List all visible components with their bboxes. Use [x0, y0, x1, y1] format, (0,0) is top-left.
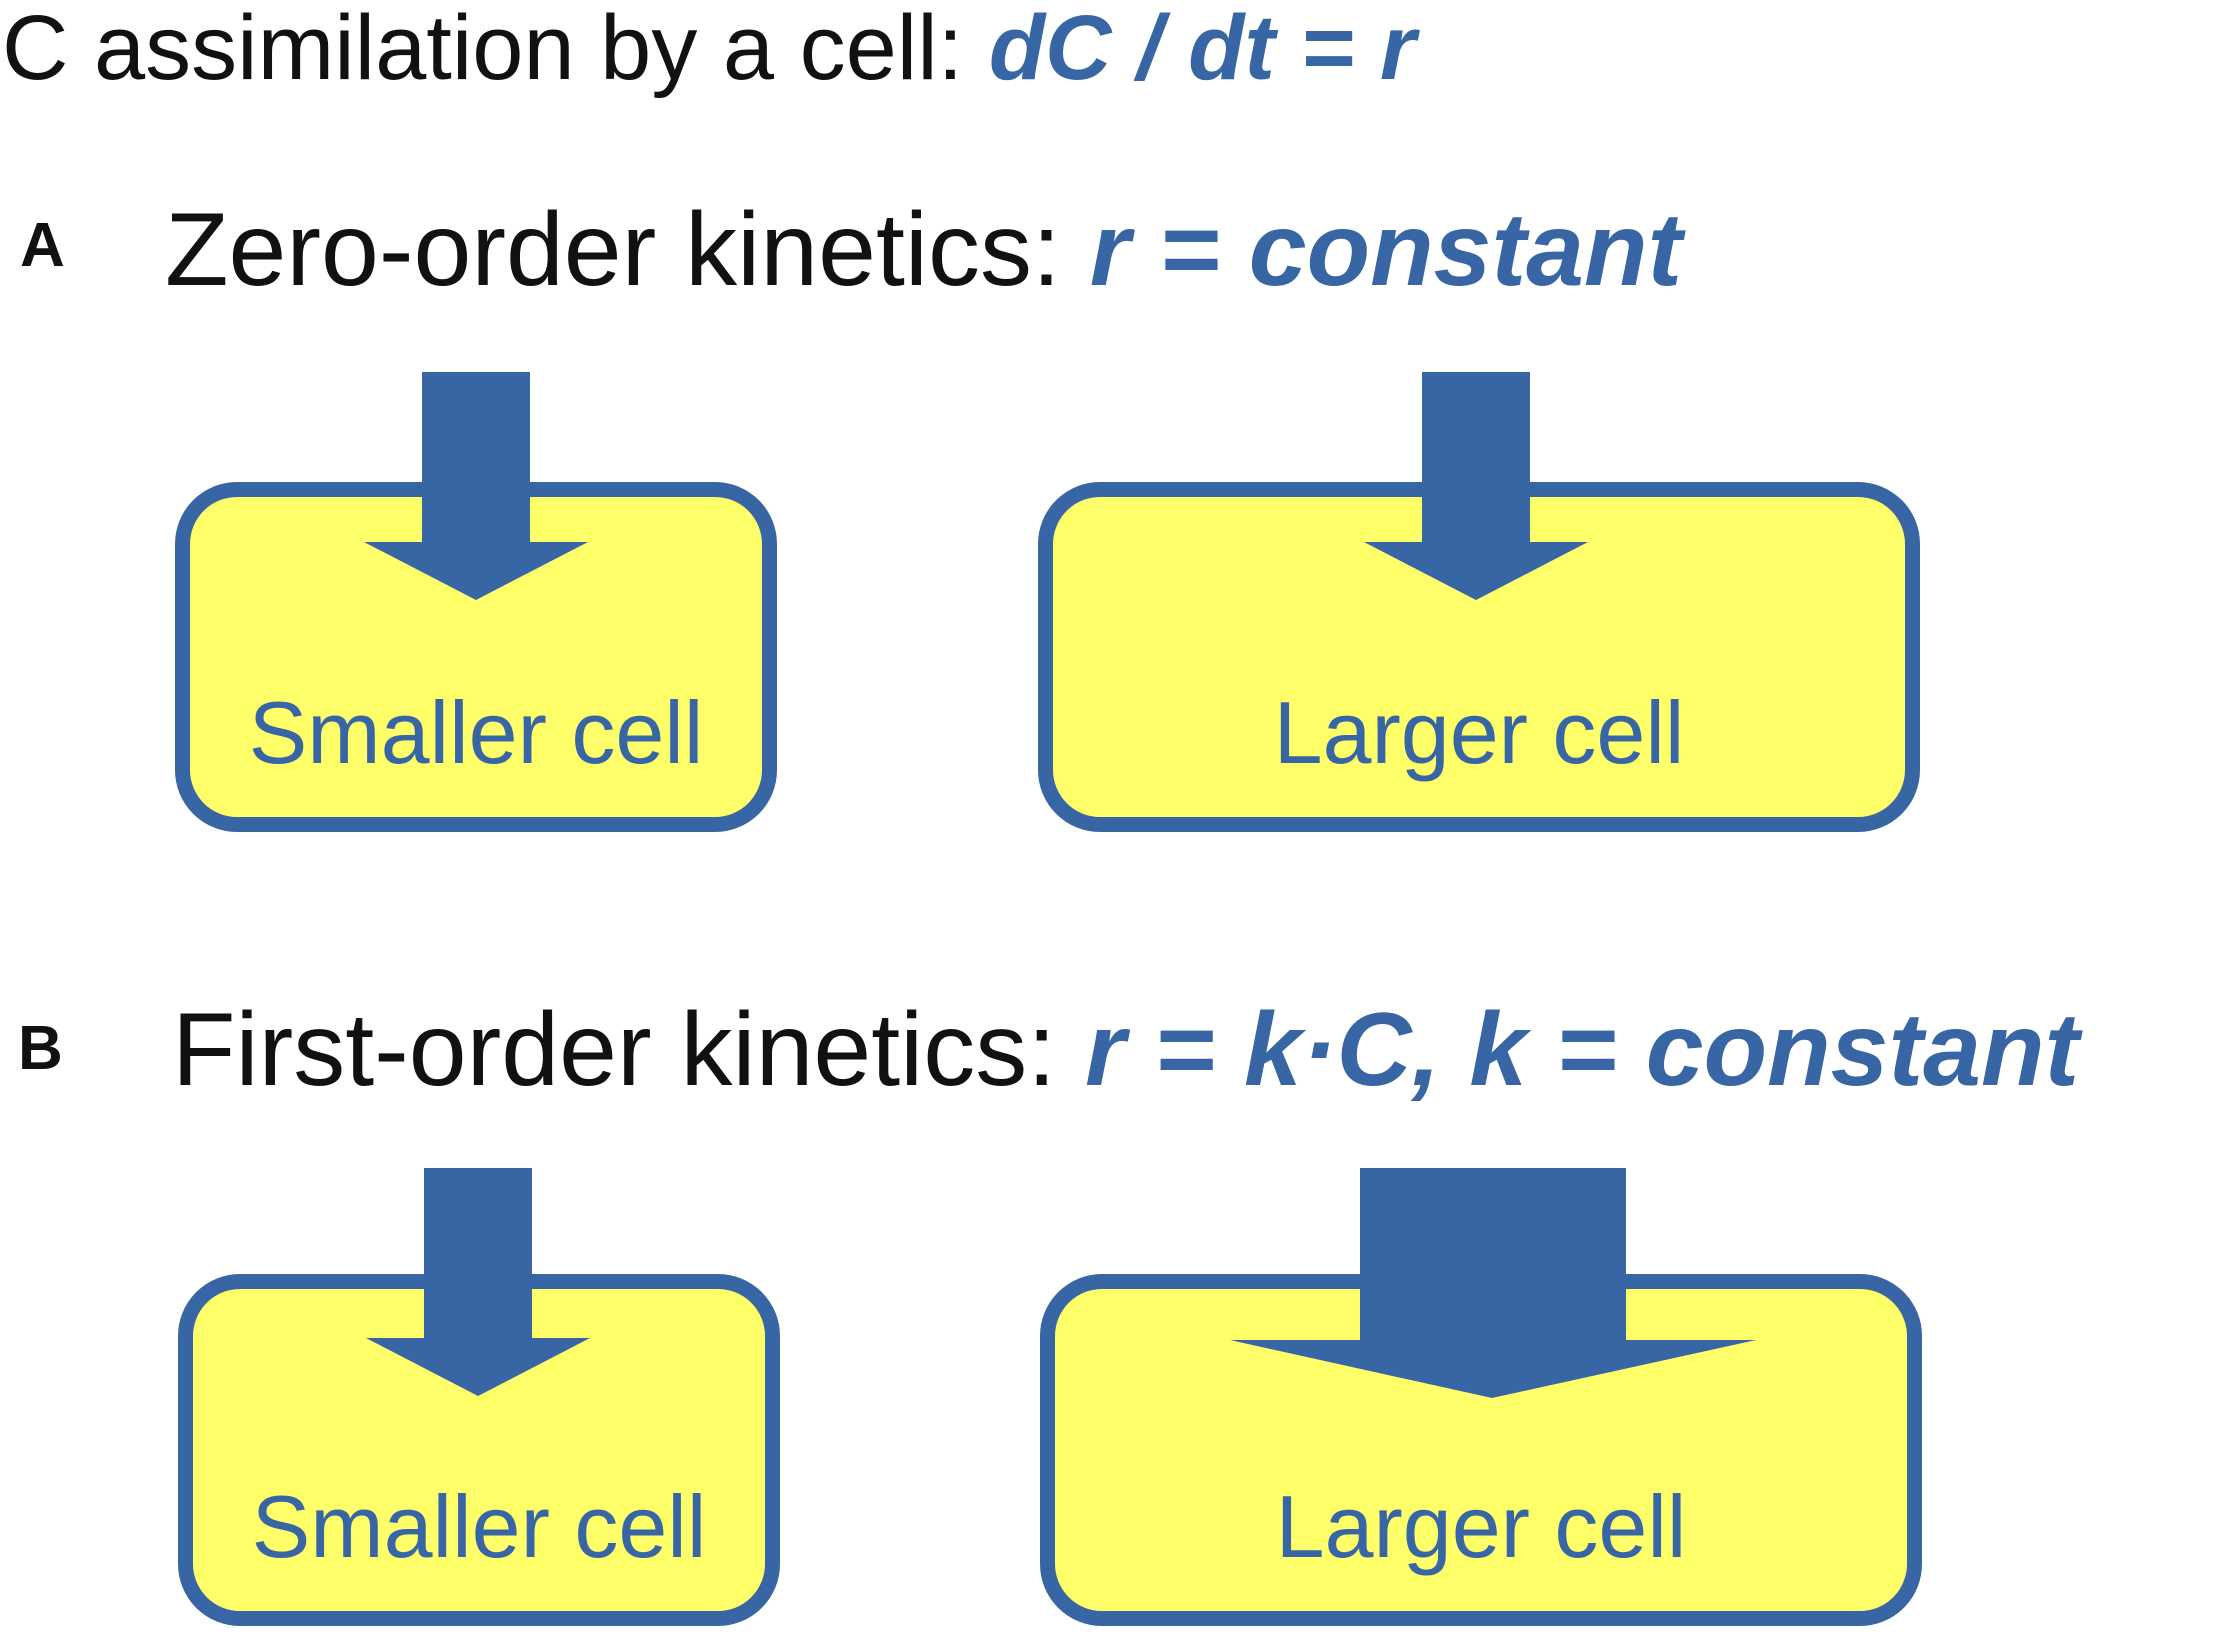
- panel-letter-a: A: [20, 211, 65, 280]
- panel-b-smaller-uptake-arrow: [366, 1168, 590, 1396]
- panel-a-larger-uptake-arrow: [1364, 372, 1588, 600]
- panel-a-equation: r = constant: [1089, 192, 1683, 308]
- panel-letter-b: B: [18, 1014, 63, 1083]
- diagram-title: C assimilation by a cell: dC / dt = r: [2, 2, 1416, 94]
- panel-b-heading-text: First-order kinetics:: [172, 992, 1086, 1108]
- cell-label: Larger cell: [1273, 683, 1685, 782]
- panel-b-larger-uptake-arrow: [1230, 1168, 1756, 1398]
- cell-label: Smaller cell: [251, 1477, 707, 1576]
- cell-label: Smaller cell: [248, 683, 704, 782]
- panel-b-equation: r = k·C, k = constant: [1085, 992, 2080, 1108]
- title-prefix: C assimilation by a cell:: [2, 0, 989, 99]
- cell-label: Larger cell: [1275, 1477, 1687, 1576]
- panel-a-smaller-uptake-arrow: [364, 372, 588, 600]
- panel-b-heading: First-order kinetics: r = k·C, k = const…: [172, 998, 2079, 1102]
- title-equation: dC / dt = r: [988, 0, 1416, 99]
- panel-a-heading-text: Zero-order kinetics:: [165, 192, 1090, 308]
- panel-a-heading: Zero-order kinetics: r = constant: [165, 198, 1682, 302]
